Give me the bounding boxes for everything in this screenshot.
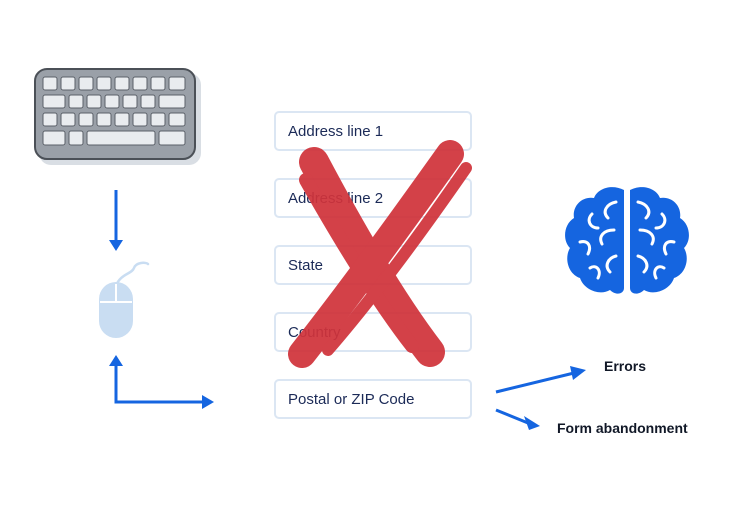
keyboard-icon: [34, 68, 201, 165]
field-label: State: [288, 256, 324, 274]
arrow-elbow: [109, 355, 214, 409]
address-line-1-field[interactable]: Address line 1: [274, 111, 472, 151]
field-label: Address line 1: [288, 122, 384, 140]
arrow-to-errors: [495, 366, 586, 394]
errors-label: Errors: [604, 358, 647, 374]
postal-code-field[interactable]: Postal or ZIP Code: [274, 379, 472, 419]
arrow-to-abandonment: [495, 408, 540, 430]
field-label: Postal or ZIP Code: [288, 390, 415, 408]
form-abandonment-label: Form abandonment: [557, 420, 688, 436]
arrow-down: [109, 190, 123, 251]
brain-icon: [565, 187, 689, 294]
mouse-icon: [99, 261, 150, 338]
cross-mark-icon: [288, 140, 472, 368]
